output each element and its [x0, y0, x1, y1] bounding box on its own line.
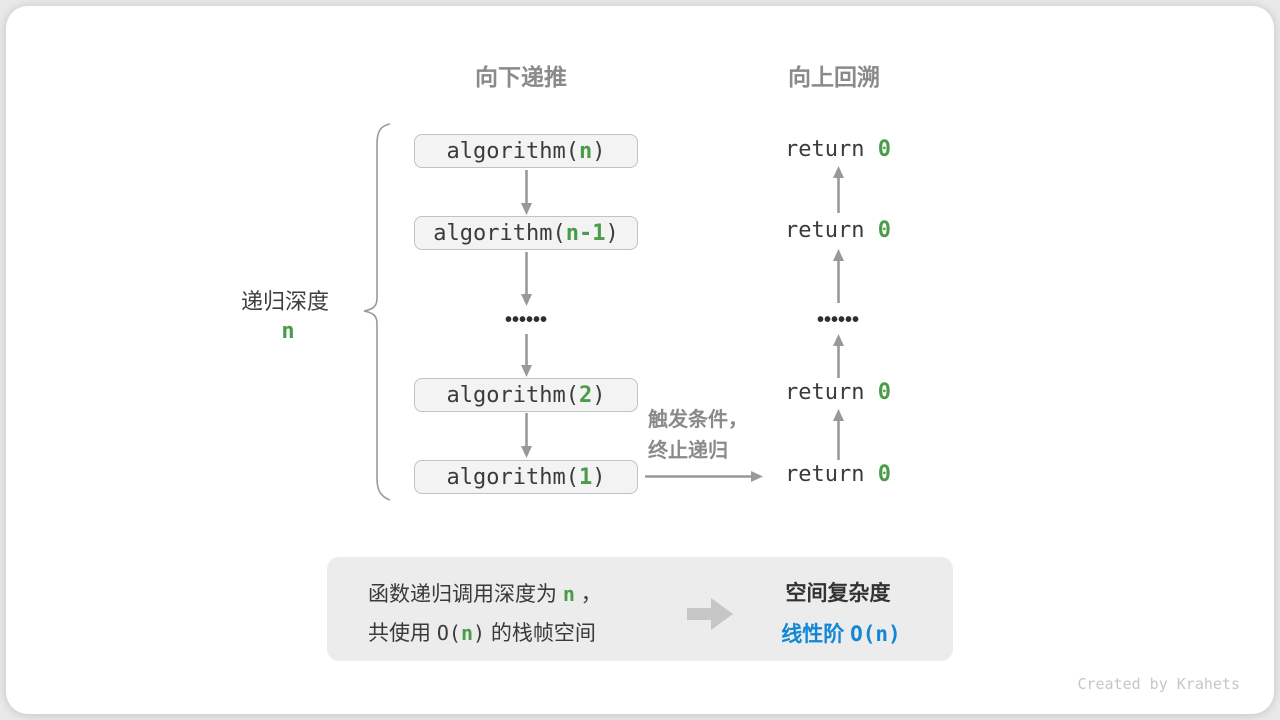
- annotation-line: 触发条件，: [648, 409, 748, 431]
- summary-text: 共使用: [368, 622, 437, 645]
- return-statement: return 0: [785, 380, 891, 405]
- code-text: algorithm(: [446, 382, 579, 408]
- recursion-depth-label: 递归深度: [240, 289, 330, 314]
- code-arg: 0: [877, 137, 891, 162]
- arrow-up-icon: [833, 409, 844, 460]
- summary-line-1: 函数递归调用深度为 n ，: [368, 578, 602, 608]
- summary-n: n: [562, 582, 575, 606]
- annotation-line: 终止递归: [648, 440, 728, 462]
- summary-text: 函数递归调用深度为: [368, 583, 563, 606]
- arrow-up-icon: [833, 249, 844, 303]
- return-statement: return 0: [785, 137, 891, 162]
- call-box-algorithm-n-1: algorithm(n-1): [414, 216, 638, 250]
- call-box-algorithm-1: algorithm(1): [414, 460, 638, 494]
- summary-text: ，: [574, 583, 602, 606]
- return-statement: return 0: [785, 218, 891, 243]
- call-box-algorithm-2: algorithm(2): [414, 378, 638, 412]
- code-arg: 0: [877, 380, 891, 405]
- code-arg: n: [578, 138, 593, 164]
- credit-text: Created by Krahets: [1077, 675, 1240, 693]
- code-text: algorithm(: [433, 220, 566, 246]
- summary-n: n: [460, 621, 473, 645]
- code-text: algorithm(: [446, 464, 579, 490]
- header-downward-recursion: 向下递推: [475, 64, 567, 90]
- space-complexity-title: 空间复杂度: [785, 582, 891, 605]
- termination-annotation: 触发条件， 终止递归: [648, 405, 748, 467]
- recursion-depth-value: n: [281, 319, 295, 344]
- code-text: ): [592, 382, 606, 408]
- summary-panel: [327, 557, 953, 661]
- arrow-down-icon: [521, 413, 532, 458]
- block-arrow-right-icon: [687, 598, 733, 630]
- code-text: ): [605, 220, 619, 246]
- summary-line-2: 共使用 O(n) 的栈帧空间: [368, 617, 596, 647]
- arrow-right-icon: [645, 471, 763, 482]
- code-text: return: [785, 462, 878, 487]
- big-o-code: O(n): [850, 622, 901, 646]
- big-o-code: ): [472, 621, 486, 645]
- big-o-code: O(: [436, 621, 461, 645]
- complexity-text: 线性阶: [781, 623, 851, 646]
- arrow-down-icon: [521, 252, 532, 306]
- header-upward-backtracking: 向上回溯: [788, 64, 880, 90]
- arrow-up-icon: [833, 334, 844, 378]
- summary-text: 的栈帧空间: [485, 622, 596, 645]
- code-arg: n-1: [565, 220, 606, 246]
- arrow-down-icon: [521, 334, 532, 377]
- code-text: ): [592, 464, 606, 490]
- ellipsis-up: ••••••: [816, 309, 860, 331]
- code-arg: 1: [578, 464, 593, 490]
- code-arg: 0: [877, 218, 891, 243]
- arrow-up-icon: [833, 166, 844, 213]
- code-text: ): [592, 138, 606, 164]
- code-arg: 2: [578, 382, 593, 408]
- brace-icon: [363, 123, 391, 501]
- code-text: algorithm(: [446, 138, 579, 164]
- code-text: return: [785, 137, 878, 162]
- code-text: return: [785, 218, 878, 243]
- ellipsis-down: ••••••: [504, 309, 548, 331]
- return-statement: return 0: [785, 462, 891, 487]
- arrow-down-icon: [521, 170, 532, 215]
- call-box-algorithm-n: algorithm(n): [414, 134, 638, 168]
- space-complexity-value: 线性阶 O(n): [781, 618, 900, 648]
- code-arg: 0: [877, 462, 891, 487]
- code-text: return: [785, 380, 878, 405]
